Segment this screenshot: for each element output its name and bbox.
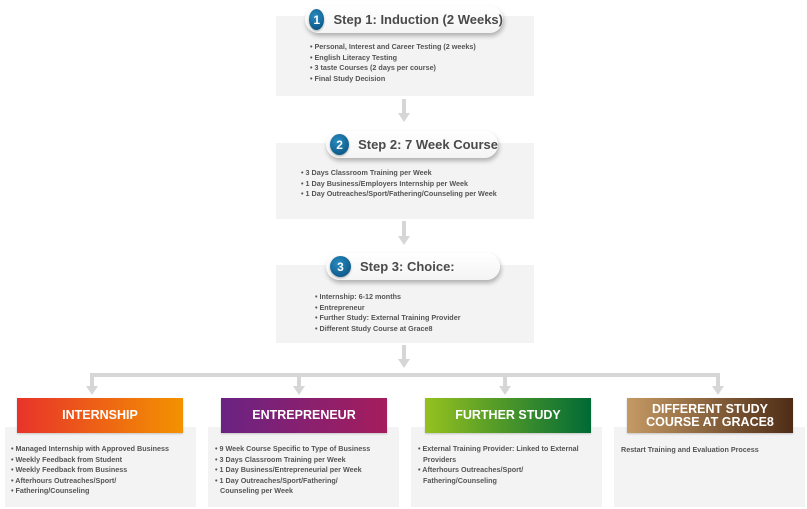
branch-line — [90, 373, 720, 377]
step-3-number-badge: 3 — [330, 256, 351, 277]
step-1-bullets: Personal, Interest and Career Testing (2… — [310, 42, 476, 84]
step-1-number-badge: 1 — [309, 9, 325, 30]
step-2-bullets: 3 Days Classroom Training per Week 1 Day… — [301, 168, 497, 200]
step-2-bullet: 3 Days Classroom Training per Week — [301, 168, 497, 179]
internship-bullet: Fathering/Counseling — [11, 486, 169, 497]
entrepreneur-bullet: 1 Day Outreaches/Sport/Fathering/ Counse… — [215, 476, 370, 497]
step-3-bullet: Internship: 6-12 months — [315, 292, 461, 303]
internship-bullet: Weekly Feedback from Student — [11, 455, 169, 466]
different-study-panel — [614, 427, 805, 507]
internship-bullet: Afterhours Outreaches/Sport/ — [11, 476, 169, 487]
step-3-bullet: Different Study Course at Grace8 — [315, 324, 461, 335]
step-1-bullet: 3 taste Courses (2 days per course) — [310, 63, 476, 74]
step-2-title: Step 2: 7 Week Course — [358, 137, 498, 152]
step-2-header: 2 Step 2: 7 Week Course — [326, 131, 498, 158]
connector-line — [503, 373, 507, 387]
step-1-title: Step 1: Induction (2 Weeks) — [333, 12, 503, 27]
step-1-bullet: Final Study Decision — [310, 74, 476, 85]
step-3-title: Step 3: Choice: — [360, 259, 455, 274]
further-study-bullet: Afterhours Outreaches/Sport/ Fathering/C… — [418, 465, 543, 486]
step-3-bullet: Entrepreneur — [315, 303, 461, 314]
further-study-header: FURTHER STUDY — [425, 398, 591, 433]
entrepreneur-bullet: 3 Days Classroom Training per Week — [215, 455, 390, 466]
internship-header: INTERNSHIP — [17, 398, 183, 433]
internship-bullet: Managed Internship with Approved Busines… — [11, 444, 170, 455]
step-3-header: 3 Step 3: Choice: — [326, 253, 500, 280]
connector-line — [716, 373, 720, 387]
arrow-down-icon — [86, 386, 98, 395]
step-3-bullet: Further Study: External Training Provide… — [315, 313, 461, 324]
arrow-down-icon — [293, 386, 305, 395]
internship-bullet: Weekly Feedback from Business — [11, 465, 169, 476]
arrow-down-icon — [398, 359, 410, 368]
step-1-header: 1 Step 1: Induction (2 Weeks) — [305, 6, 503, 33]
connector-line — [297, 373, 301, 387]
arrow-down-icon — [398, 113, 410, 122]
different-study-text: Restart Training and Evaluation Process — [621, 445, 759, 454]
internship-bullets: Managed Internship with Approved Busines… — [11, 444, 169, 497]
connector-line — [90, 373, 94, 387]
step-2-bullet: 1 Day Outreaches/Sport/Fathering/Counsel… — [301, 189, 497, 200]
step-2-number-badge: 2 — [330, 134, 350, 155]
entrepreneur-bullet: 1 Day Business/Entrepreneurial per Week — [215, 465, 390, 476]
connector-line — [402, 99, 406, 113]
entrepreneur-header: ENTREPRENEUR — [221, 398, 387, 433]
connector-line — [402, 221, 406, 236]
arrow-down-icon — [712, 386, 724, 395]
arrow-down-icon — [499, 386, 511, 395]
further-study-bullets: External Training Provider: Linked to Ex… — [418, 444, 603, 486]
connector-line — [402, 345, 406, 359]
different-study-header: DIFFERENT STUDY COURSE AT GRACE8 — [627, 398, 793, 433]
step-1-bullet: Personal, Interest and Career Testing (2… — [310, 42, 476, 53]
step-1-bullet: English Literacy Testing — [310, 53, 476, 64]
further-study-bullet: External Training Provider: Linked to Ex… — [418, 444, 603, 465]
entrepreneur-bullet: 9 Week Course Specific to Type of Busine… — [215, 444, 390, 455]
arrow-down-icon — [398, 236, 410, 245]
step-2-bullet: 1 Day Business/Employers Internship per … — [301, 179, 497, 190]
step-3-bullets: Internship: 6-12 months Entrepreneur Fur… — [315, 292, 461, 334]
entrepreneur-bullets: 9 Week Course Specific to Type of Busine… — [215, 444, 390, 497]
